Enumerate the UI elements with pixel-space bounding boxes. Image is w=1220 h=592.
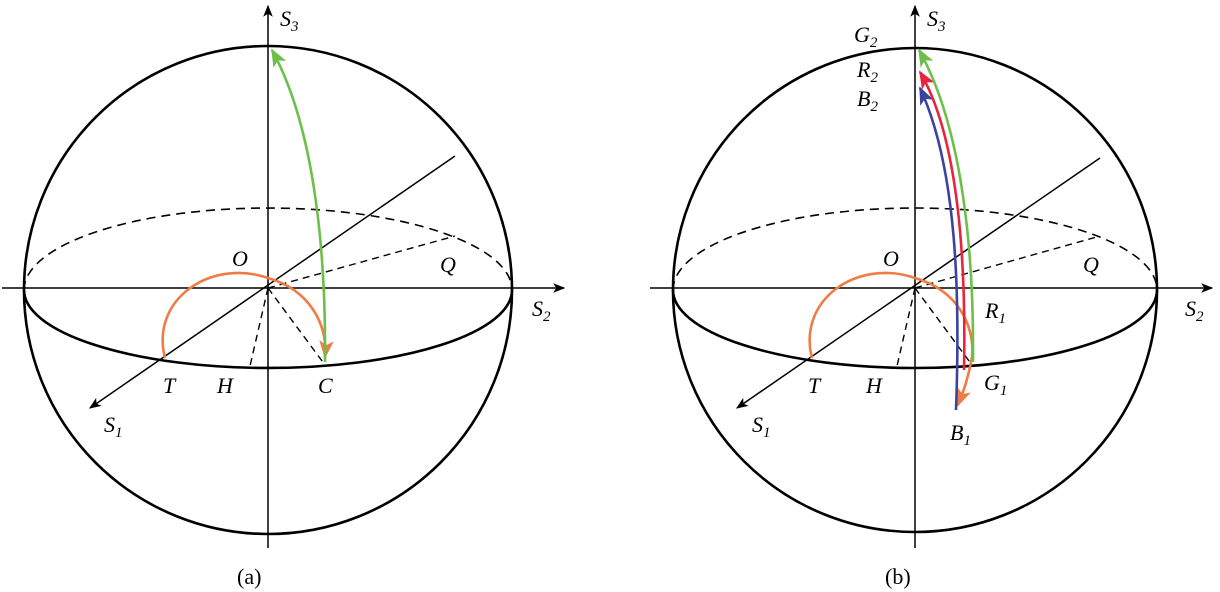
label-q: Q: [440, 252, 456, 277]
label-g2: G2: [854, 22, 878, 51]
og1-dashed-line: [914, 287, 973, 366]
label-s1: S1: [752, 412, 771, 441]
green-path: [917, 48, 975, 363]
red-path: [918, 70, 966, 371]
label-s2: S2: [1185, 296, 1204, 325]
label-o: O: [883, 246, 899, 271]
label-t: T: [808, 373, 822, 398]
caption-b: (b): [885, 564, 911, 589]
label-s3: S3: [280, 6, 299, 35]
label-s2: S2: [532, 296, 551, 325]
caption-a: (a): [237, 564, 261, 589]
label-b1: B1: [950, 420, 971, 449]
label-t: T: [163, 373, 177, 398]
oq-dashed-line: [267, 235, 456, 289]
s1-axis: [89, 155, 456, 409]
oh-dashed-line: [249, 287, 269, 367]
label-r1: R1: [984, 298, 1006, 327]
label-h: H: [865, 373, 883, 398]
label-h: H: [216, 373, 234, 398]
panel-a: S3 S2 S1 O Q T H C (a): [2, 4, 566, 589]
oc-dashed-line: [267, 287, 326, 366]
label-q: Q: [1083, 252, 1099, 277]
orange-path: [161, 271, 334, 359]
label-c: C: [318, 373, 333, 398]
blue-path: [918, 86, 959, 411]
label-s1: S1: [104, 412, 123, 441]
green-path: [270, 48, 327, 363]
label-r2: R2: [856, 57, 878, 86]
orange-path: [808, 271, 974, 407]
oq-dashed-line: [914, 235, 1101, 289]
label-s3: S3: [927, 6, 946, 35]
s1-axis: [736, 157, 1101, 409]
label-b2: B2: [857, 86, 878, 115]
label-g1: G1: [984, 370, 1007, 399]
oh-dashed-line: [896, 287, 916, 367]
panel-b: S3 S2 S1 G2 R2 B2 O Q R1 T H G1 B1 (b): [650, 4, 1214, 589]
label-o: O: [232, 246, 248, 271]
